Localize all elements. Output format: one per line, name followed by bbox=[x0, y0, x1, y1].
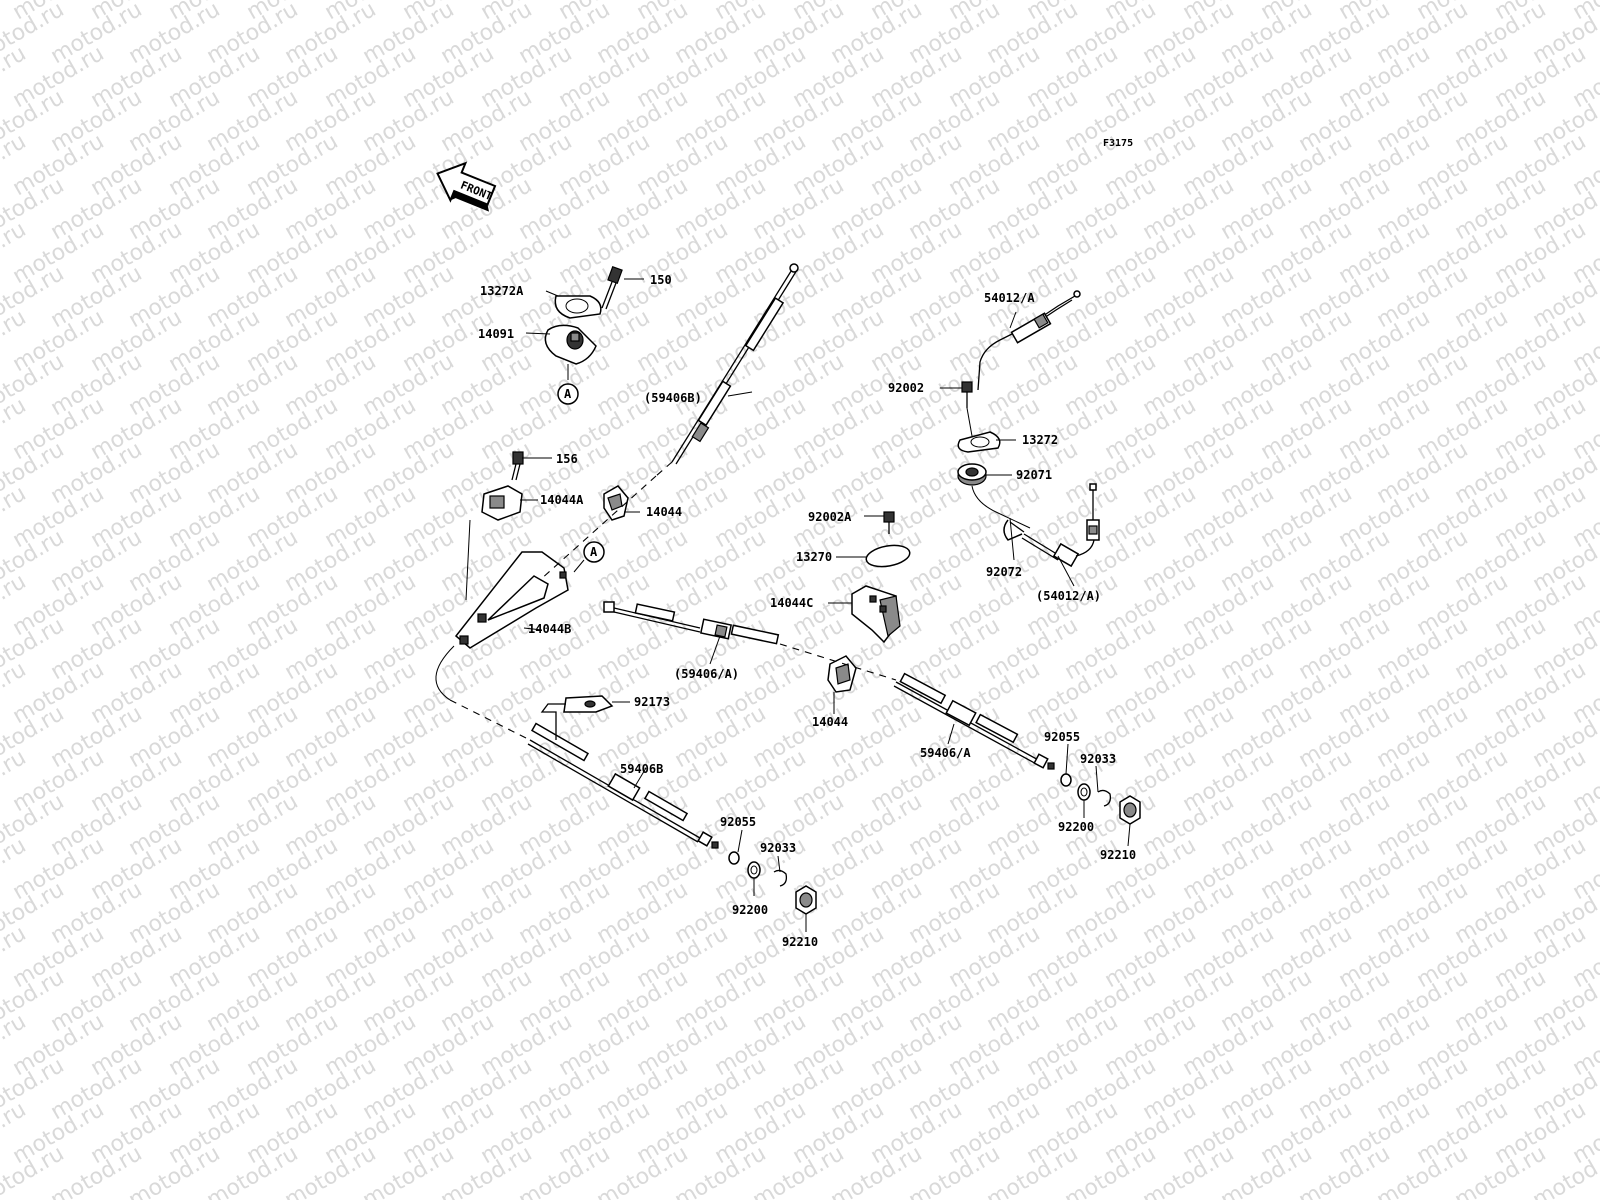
plate-13270-icon bbox=[865, 542, 912, 569]
label-92210-right: 92210 bbox=[1100, 848, 1136, 862]
label-14044-upper: 14044 bbox=[646, 505, 682, 519]
label-13272: 13272 bbox=[1022, 433, 1058, 447]
label-92071: 92071 bbox=[1016, 468, 1052, 482]
washer-92055-left-icon bbox=[729, 852, 739, 864]
label-92033-right: 92033 bbox=[1080, 752, 1116, 766]
washer-92055-right-icon bbox=[1061, 774, 1071, 786]
label-92072: 92072 bbox=[986, 565, 1022, 579]
washer-92200-right-icon bbox=[1078, 784, 1090, 800]
callout-a-upper-text: A bbox=[564, 387, 572, 401]
bolt-92002-icon bbox=[962, 382, 972, 436]
label-92055-left: 92055 bbox=[720, 815, 756, 829]
label-13272A: 13272A bbox=[480, 284, 524, 298]
washer-92200-left-icon bbox=[748, 862, 760, 878]
label-59406A: 59406/A bbox=[920, 746, 971, 760]
label-14044C: 14044C bbox=[770, 596, 813, 610]
label-59406B: 59406B bbox=[620, 762, 663, 776]
label-13270: 13270 bbox=[796, 550, 832, 564]
label-92002: 92002 bbox=[888, 381, 924, 395]
label-92210-left: 92210 bbox=[782, 935, 818, 949]
label-14044B: 14044B bbox=[528, 622, 571, 636]
label-14044-lower: 14044 bbox=[812, 715, 848, 729]
gasket-13272A-icon bbox=[555, 296, 601, 318]
label-14091: 14091 bbox=[478, 327, 514, 341]
label-92200-left: 92200 bbox=[732, 903, 768, 917]
callout-a-lower-text: A bbox=[590, 545, 598, 559]
label-54012A: 54012/A bbox=[984, 291, 1035, 305]
nut-92210-left-icon bbox=[796, 886, 816, 914]
label-92002A: 92002A bbox=[808, 510, 852, 524]
label-92200-right: 92200 bbox=[1058, 820, 1094, 834]
label-92055-right: 92055 bbox=[1044, 730, 1080, 744]
label-59406A-paren: (59406/A) bbox=[674, 667, 739, 681]
label-156: 156 bbox=[556, 452, 578, 466]
label-59406B-paren: (59406B) bbox=[644, 391, 702, 405]
band-92072-icon bbox=[1004, 520, 1024, 540]
nut-92210-right-icon bbox=[1120, 796, 1140, 824]
figure-code: F3175 bbox=[1103, 138, 1133, 149]
label-92033-left: 92033 bbox=[760, 841, 796, 855]
label-150: 150 bbox=[650, 273, 672, 287]
label-92173: 92173 bbox=[634, 695, 670, 709]
label-14044A: 14044A bbox=[540, 493, 584, 507]
label-54012A-paren: (54012/A) bbox=[1036, 589, 1101, 603]
